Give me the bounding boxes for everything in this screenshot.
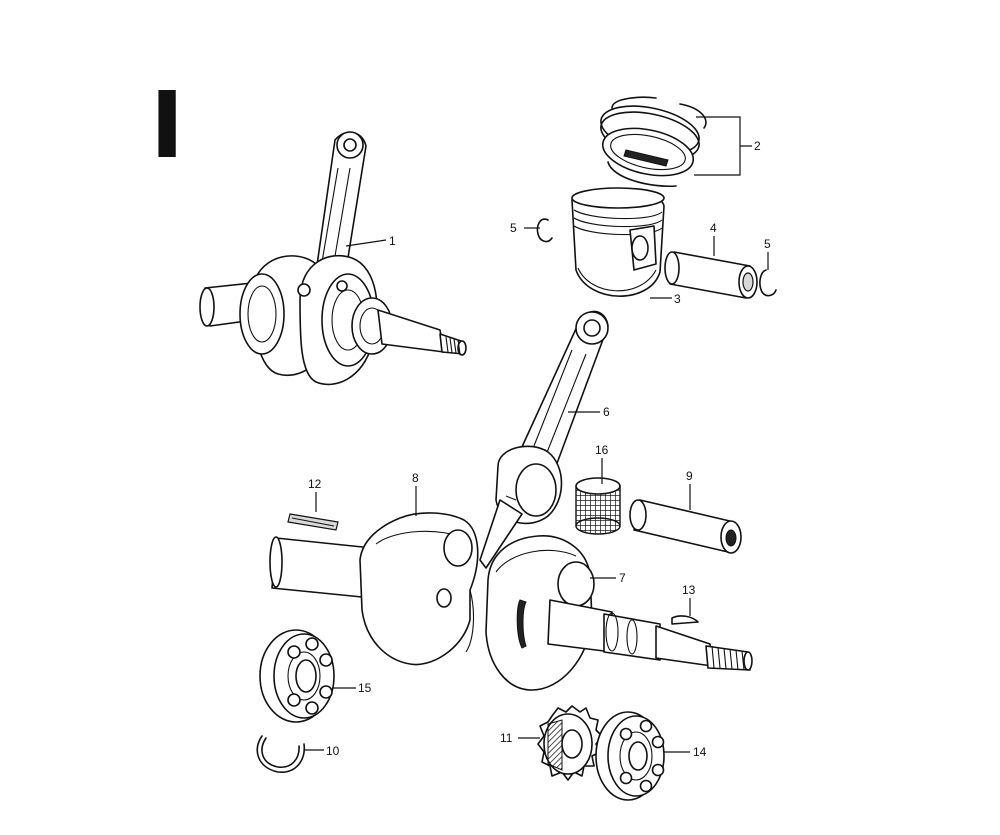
leader-2 bbox=[694, 116, 752, 176]
callout-2: 2 bbox=[754, 139, 761, 153]
right-crankshaft-part bbox=[485, 535, 753, 691]
callout-10: 10 bbox=[326, 744, 340, 758]
leader-1 bbox=[345, 239, 387, 247]
circlip-part bbox=[256, 735, 305, 773]
timing-gear-part bbox=[537, 705, 603, 781]
piston-rings-part bbox=[600, 96, 707, 188]
callout-9: 9 bbox=[686, 469, 693, 483]
callout-6: 6 bbox=[603, 405, 610, 419]
woodruff-key-part bbox=[671, 615, 699, 625]
callout-13: 13 bbox=[682, 583, 696, 597]
callout-11: 11 bbox=[500, 731, 513, 745]
callout-15: 15 bbox=[358, 681, 372, 695]
section-mark: I bbox=[150, 72, 184, 179]
callout-12: 12 bbox=[308, 477, 322, 491]
callout-5-left: 5 bbox=[510, 221, 517, 235]
crank-pin-part bbox=[629, 499, 742, 554]
key-part bbox=[287, 513, 339, 531]
piston-pin-clip-right bbox=[759, 269, 777, 297]
assembled-crankshaft-part bbox=[199, 131, 467, 386]
piston-pin-part bbox=[664, 251, 758, 299]
callout-5-right: 5 bbox=[764, 237, 771, 251]
leader-lines bbox=[304, 116, 769, 753]
callout-4: 4 bbox=[710, 221, 717, 235]
left-crankshaft-part bbox=[269, 512, 479, 666]
piston-part bbox=[571, 187, 665, 297]
callout-7: 7 bbox=[619, 571, 626, 585]
callout-labels: 1 2 3 4 5 5 6 7 8 9 10 11 12 13 14 15 16 bbox=[308, 139, 771, 759]
piston-pin-clip-left bbox=[536, 218, 553, 243]
connecting-rod-part bbox=[479, 310, 609, 569]
callout-1: 1 bbox=[389, 234, 396, 248]
callout-16: 16 bbox=[595, 443, 609, 457]
callout-3: 3 bbox=[674, 292, 681, 306]
needle-bearing-part bbox=[575, 477, 621, 535]
right-ball-bearing-part bbox=[595, 711, 665, 801]
left-ball-bearing-part bbox=[259, 629, 335, 723]
callout-14: 14 bbox=[693, 745, 707, 759]
callout-8: 8 bbox=[412, 471, 419, 485]
